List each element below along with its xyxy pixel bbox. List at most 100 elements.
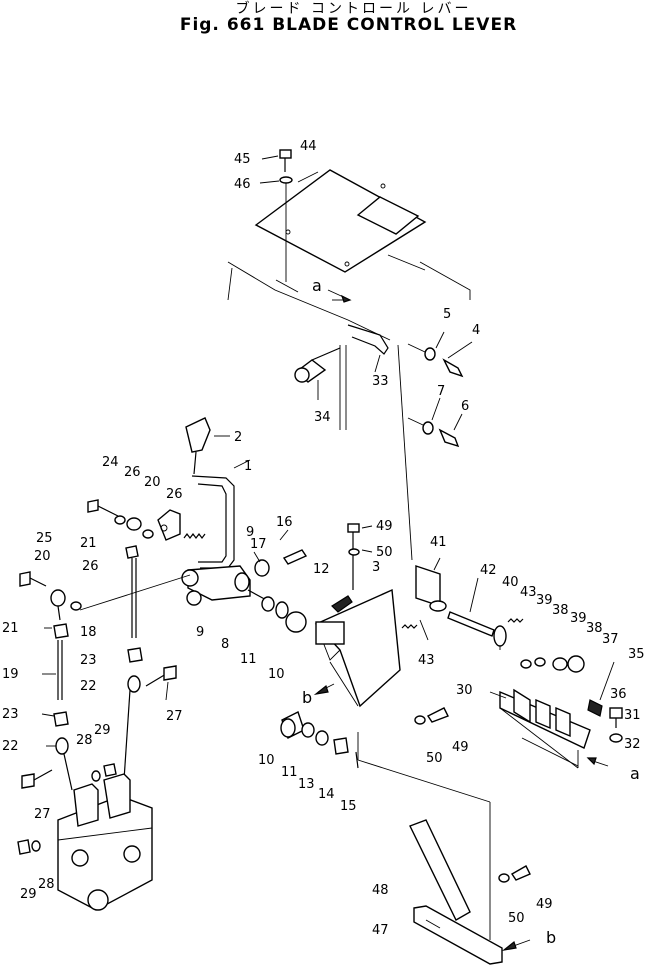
washers-38-39 — [520, 655, 585, 673]
plate-47 — [413, 905, 503, 965]
rod-42 — [447, 611, 495, 637]
callout-22-a: 22 — [80, 679, 97, 694]
arrow-a-top — [327, 289, 352, 303]
callout-12: 12 — [313, 562, 330, 577]
callout-6: 6 — [461, 399, 469, 414]
rod-end-20-a — [126, 517, 142, 531]
arrow-b-left — [313, 683, 335, 695]
callout-26-c: 26 — [82, 559, 99, 574]
callout-44: 44 — [300, 139, 317, 154]
callout-38-a: 38 — [552, 603, 569, 618]
callout-36: 36 — [610, 687, 627, 702]
callout-28-b: 28 — [38, 877, 55, 892]
rod-end-22-b — [55, 737, 73, 791]
washer-28-a — [91, 770, 101, 782]
callout-41: 41 — [430, 535, 447, 550]
bolt-49-lower — [414, 707, 449, 725]
rod-18 — [79, 558, 191, 638]
spring-43-left — [401, 624, 418, 629]
callout-35: 35 — [628, 647, 645, 662]
callout-49-b: 49 — [452, 740, 469, 755]
nut-23-b — [53, 711, 69, 727]
callout-22-b: 22 — [2, 739, 19, 754]
control-rod-long — [397, 344, 413, 561]
spring-43-right — [507, 618, 524, 623]
callout-29-a: 29 — [94, 723, 111, 738]
callout-19: 19 — [2, 667, 19, 682]
callout-39-a: 39 — [536, 593, 553, 608]
bushing-10 — [285, 611, 307, 633]
callout-2: 2 — [234, 430, 242, 445]
callout-45: 45 — [234, 152, 251, 167]
callout-49-a: 49 — [376, 519, 393, 534]
callout-26-b: 26 — [166, 487, 183, 502]
bracket-30 — [499, 688, 591, 769]
callout-39-b: 39 — [570, 611, 587, 626]
bolt-31 — [609, 707, 623, 743]
callout-25: 25 — [36, 531, 53, 546]
callout-46: 46 — [234, 177, 251, 192]
bolt-6 — [407, 417, 460, 448]
rod-end-20-b — [50, 589, 66, 621]
callout-7: 7 — [437, 384, 445, 399]
callout-20-b: 20 — [34, 549, 51, 564]
callout-9-lower: 9 — [196, 625, 204, 640]
callout-8: 8 — [221, 637, 229, 652]
callout-14: 14 — [318, 787, 335, 802]
section-b-bottom: b — [546, 928, 556, 947]
nut-21-b — [53, 623, 69, 639]
bolt-27-a — [145, 665, 177, 687]
bolt-27-b — [21, 769, 53, 789]
bushing-9-upper — [254, 559, 270, 577]
fitting-12 — [331, 595, 353, 613]
callout-40: 40 — [502, 575, 519, 590]
callout-27-b: 27 — [34, 807, 51, 822]
callout-15: 15 — [340, 799, 357, 814]
callout-9-upper: 9 — [246, 525, 254, 540]
callout-48: 48 — [372, 883, 389, 898]
callout-13: 13 — [298, 777, 315, 792]
callout-43-b: 43 — [520, 585, 537, 600]
callout-17: 17 — [250, 537, 267, 552]
clevis-40 — [493, 625, 507, 650]
callout-37: 37 — [602, 632, 619, 647]
callout-32: 32 — [624, 737, 641, 752]
callout-24: 24 — [102, 455, 119, 470]
spring-17 — [183, 533, 206, 539]
callout-3: 3 — [372, 560, 380, 575]
nut-29-b — [17, 839, 31, 855]
washer-13 — [315, 730, 329, 746]
callout-23-b: 23 — [2, 707, 19, 722]
callout-50-b: 50 — [426, 751, 443, 766]
callout-49-c: 49 — [536, 897, 553, 912]
rod-19 — [57, 640, 63, 700]
callout-20-a: 20 — [144, 475, 161, 490]
section-marks: a a b b — [302, 276, 640, 947]
pin-16 — [282, 549, 308, 565]
callout-47: 47 — [372, 923, 389, 938]
leader-lines — [41, 171, 615, 747]
callout-38-b: 38 — [586, 621, 603, 636]
bolt-49-lower-right — [498, 865, 531, 883]
callout-21-b: 21 — [2, 621, 19, 636]
callout-29-b: 29 — [20, 887, 37, 902]
bracket-33 — [339, 324, 389, 430]
lever-block-8 — [181, 565, 275, 612]
arrow-a-right — [586, 757, 609, 767]
nut-21-a — [125, 545, 139, 559]
floor-frame — [227, 254, 471, 341]
title-japanese: ブレード コントロール レバー — [235, 1, 472, 17]
plate-41 — [415, 565, 447, 612]
callout-50-a: 50 — [376, 545, 393, 560]
bolt-4 — [407, 343, 464, 378]
callout-50-c: 50 — [508, 911, 525, 926]
bolt-49-mid — [347, 523, 360, 590]
callout-16: 16 — [276, 515, 293, 530]
washer-26-a — [114, 515, 126, 525]
callout-5: 5 — [443, 307, 451, 322]
callout-43-a: 43 — [418, 653, 435, 668]
fitting-36 — [587, 699, 603, 717]
nut-14 — [333, 737, 349, 755]
callout-10-lower: 10 — [258, 753, 275, 768]
